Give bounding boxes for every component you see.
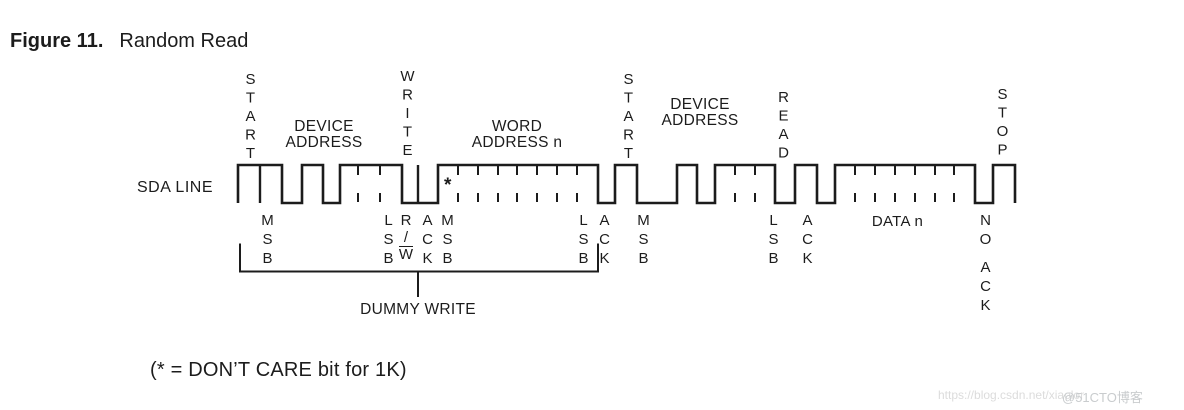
stop-label: STOP [994,86,1011,160]
lsb-label-3: LSB [765,212,782,269]
rw-w-overline: W [398,246,414,263]
dummy-write-bracket [239,243,599,297]
dont-care-star: * [444,175,452,196]
51cto-watermark: @51CTO博客 [1062,390,1143,405]
data-n-label: DATA n [871,213,924,230]
read-write-bit-label: R / W [398,212,414,262]
word-address-line1: WORD [491,118,543,135]
ack-label-2: ACK [596,212,613,269]
word-address-label: WORD ADDRESS n [447,119,587,150]
bit-divider-lines [258,165,420,203]
dont-care-footnote: (* = DON’T CARE bit for 1K) [150,359,407,381]
rw-r: R [400,212,412,229]
lsb-label-2: LSB [575,212,592,269]
device-address-1-line2: ADDRESS [285,133,363,151]
rw-slash: / [403,229,409,246]
figure-number: Figure 11. [10,30,104,52]
no-ack-label-no: NO [977,212,994,250]
csdn-watermark: https://blog.csdn.net/xiaolor [938,388,1085,402]
start-label-2: START [620,71,637,164]
write-label: WRITE [399,68,416,161]
figure-title: Random Read [119,30,249,52]
dummy-write-label: DUMMY WRITE [360,301,476,318]
word-address-line2: ADDRESS n [471,133,563,151]
lsb-label-1: LSB [380,212,397,269]
device-address-1-label: DEVICE ADDRESS [254,119,394,150]
sda-line-label: SDA LINE [136,179,213,196]
device-address-1-line1: DEVICE [294,118,354,135]
device-address-2-label: DEVICE ADDRESS [630,97,770,128]
ack-label-3: ACK [799,212,816,269]
msb-label-3: MSB [635,212,652,269]
msb-label-1: MSB [259,212,276,269]
msb-label-2: MSB [439,212,456,269]
no-ack-label-ack: ACK [977,259,994,316]
bit-tick-marks-top [357,166,955,175]
figure-caption: Figure 11. Random Read [10,30,248,53]
sda-waveform-path [236,163,1017,205]
start-label-1: START [242,71,259,164]
read-label: READ [775,89,792,163]
device-address-2-line2: ADDRESS [661,111,739,129]
bit-tick-marks-bottom [357,193,955,202]
ack-label-1: ACK [419,212,436,269]
device-address-2-line1: DEVICE [670,96,730,113]
